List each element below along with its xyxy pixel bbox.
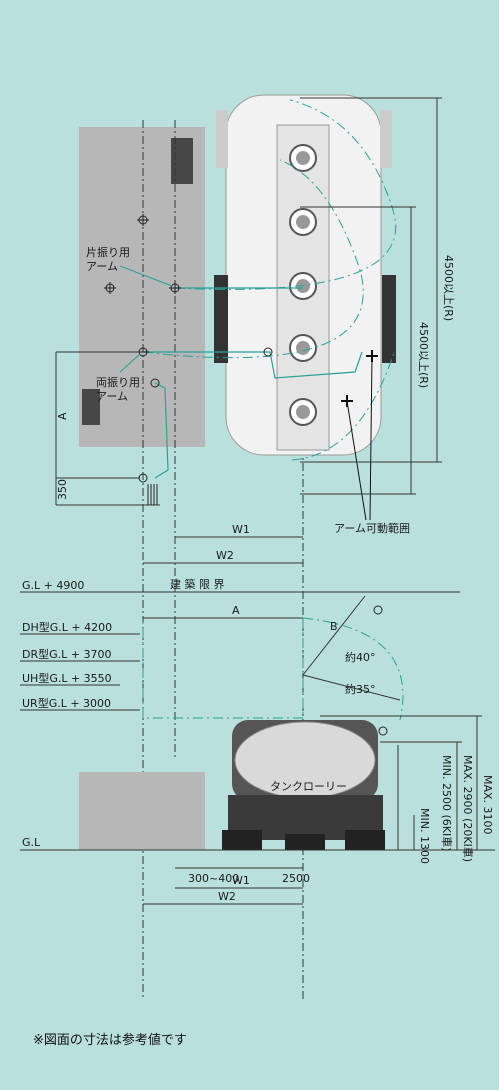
dim-4500-outer-label: 4500以上(R) bbox=[442, 255, 455, 321]
platform-side bbox=[79, 772, 205, 850]
height-2900-label: MAX. 2900 (20KⅠ車) bbox=[461, 755, 475, 862]
arm-ryoburi bbox=[143, 351, 363, 379]
level-label-dr: DR型G.L + 3700 bbox=[22, 647, 111, 661]
ground-label: G.L bbox=[22, 836, 41, 849]
tank-lorry bbox=[222, 720, 385, 850]
wheel-left bbox=[214, 275, 228, 363]
tank-side-right bbox=[380, 110, 392, 168]
arm-40deg bbox=[302, 595, 366, 676]
top-view: 片振り用 アーム 両振り用 アーム A 350 4500以上(R) 4500以上… bbox=[55, 94, 455, 1000]
dim-350-label: 350 bbox=[56, 479, 69, 500]
arm-envelope bbox=[142, 617, 304, 719]
min-1300-label: MIN. 1300 bbox=[418, 808, 431, 864]
w2-label-bottom: W2 bbox=[218, 890, 236, 903]
w1-label-bottom: W1 bbox=[232, 874, 250, 887]
level-label-ur: UR型G.L + 3000 bbox=[22, 696, 111, 710]
tank-side-left bbox=[216, 110, 228, 168]
truck-label: タンクローリー bbox=[270, 780, 347, 793]
side-view: G.L + 4900 建 築 限 界 DH型G.L + 4200 DR型G.L … bbox=[20, 577, 495, 905]
arm-35deg bbox=[302, 674, 401, 701]
arm-lower bbox=[154, 382, 169, 479]
dim-b-label: B bbox=[330, 620, 338, 633]
w2-label-top: W2 bbox=[216, 549, 234, 562]
dim-2500-label: 2500 bbox=[282, 872, 310, 885]
label-kataburi-2: アーム bbox=[86, 260, 118, 273]
grating-bottom bbox=[82, 389, 100, 425]
dim-a-side-label: A bbox=[232, 604, 240, 617]
dim-a-label: A bbox=[56, 412, 69, 420]
grating-top bbox=[171, 138, 193, 184]
angle-35-label: 約35° bbox=[345, 682, 376, 696]
leader-ryoburi bbox=[119, 353, 141, 373]
reference-note: ※図面の寸法は参考値です bbox=[33, 1033, 187, 1048]
label-ryoburi-1: 両振り用 bbox=[96, 375, 140, 389]
spring-hose bbox=[147, 484, 158, 505]
leader-kataburi bbox=[119, 265, 173, 287]
max-height-label: MAX. 3100 bbox=[481, 775, 494, 835]
arm-tip-1 bbox=[373, 605, 383, 615]
level-label-dh: DH型G.L + 4200 bbox=[22, 620, 112, 634]
level-label-uh: UH型G.L + 3550 bbox=[22, 671, 112, 685]
reach-arc-outer bbox=[174, 99, 397, 290]
dim-4500-inner-label: 4500以上(R) bbox=[417, 322, 430, 388]
range-label: アーム可動範囲 bbox=[334, 521, 410, 535]
arm-tip-2 bbox=[378, 726, 388, 736]
rotation-arc bbox=[302, 617, 404, 721]
wheel-right bbox=[382, 275, 396, 363]
label-ryoburi-2: アーム bbox=[96, 390, 128, 403]
label-kataburi-1: 片振り用 bbox=[86, 245, 130, 259]
manholes bbox=[289, 144, 317, 426]
dim-300-400-label: 300~400 bbox=[188, 872, 239, 885]
height-2500-label: MIN. 2500 (6KⅠ車) bbox=[440, 755, 454, 852]
level-label-gl4900: G.L + 4900 bbox=[22, 579, 84, 592]
angle-40-label: 約40° bbox=[345, 650, 376, 664]
range-pointer-1 bbox=[346, 400, 367, 521]
clearance-label: 建 築 限 界 bbox=[170, 577, 225, 591]
range-pointer-2 bbox=[369, 355, 373, 521]
w1-label-top: W1 bbox=[232, 523, 250, 536]
